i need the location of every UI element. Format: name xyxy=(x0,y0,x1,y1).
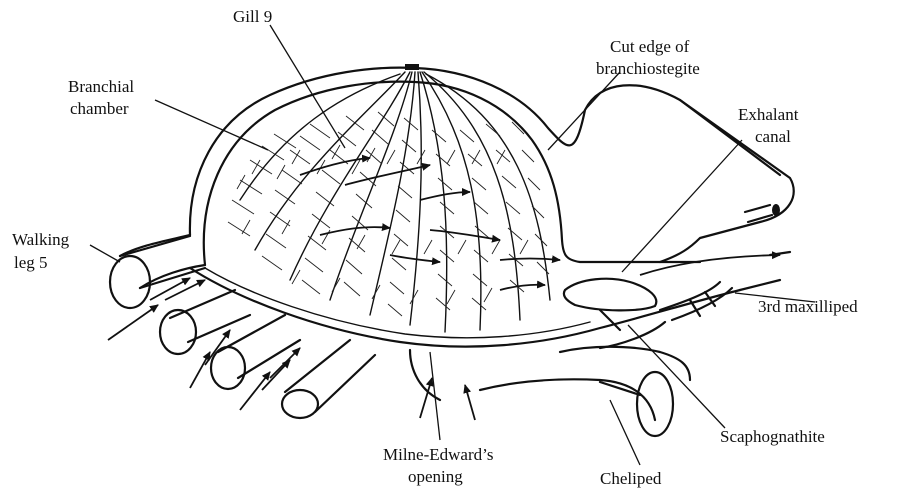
appendages xyxy=(410,279,732,436)
label-walking-2: leg 5 xyxy=(14,253,48,272)
leader-cut-edge xyxy=(548,72,620,150)
leader-scaphognathite xyxy=(628,325,725,428)
label-milne-1: Milne-Edward’s xyxy=(383,445,493,464)
label-cut-edge-1: Cut edge of xyxy=(610,37,690,56)
label-branchial-1: Branchial xyxy=(68,77,134,96)
inflow-arrows xyxy=(108,278,475,420)
walking-legs xyxy=(110,236,375,418)
label-cut-edge-2: branchiostegite xyxy=(596,59,700,78)
leader-walking xyxy=(90,245,120,262)
label-cheliped: Cheliped xyxy=(600,469,662,488)
label-exhalant-2: canal xyxy=(755,127,791,146)
gill-lamellae xyxy=(228,64,550,332)
leader-cheliped xyxy=(610,400,640,465)
label-maxilliped: 3rd maxilliped xyxy=(758,297,858,316)
label-scaphognathite: Scaphognathite xyxy=(720,427,825,446)
label-walking-1: Walking xyxy=(12,230,70,249)
label-milne-2: opening xyxy=(408,467,463,486)
leader-gill9 xyxy=(270,25,345,148)
label-branchial-2: chamber xyxy=(70,99,129,118)
leader-lines xyxy=(90,25,815,465)
label-exhalant-1: Exhalant xyxy=(738,105,799,124)
leader-branchial xyxy=(155,100,268,150)
label-gill9: Gill 9 xyxy=(233,7,272,26)
